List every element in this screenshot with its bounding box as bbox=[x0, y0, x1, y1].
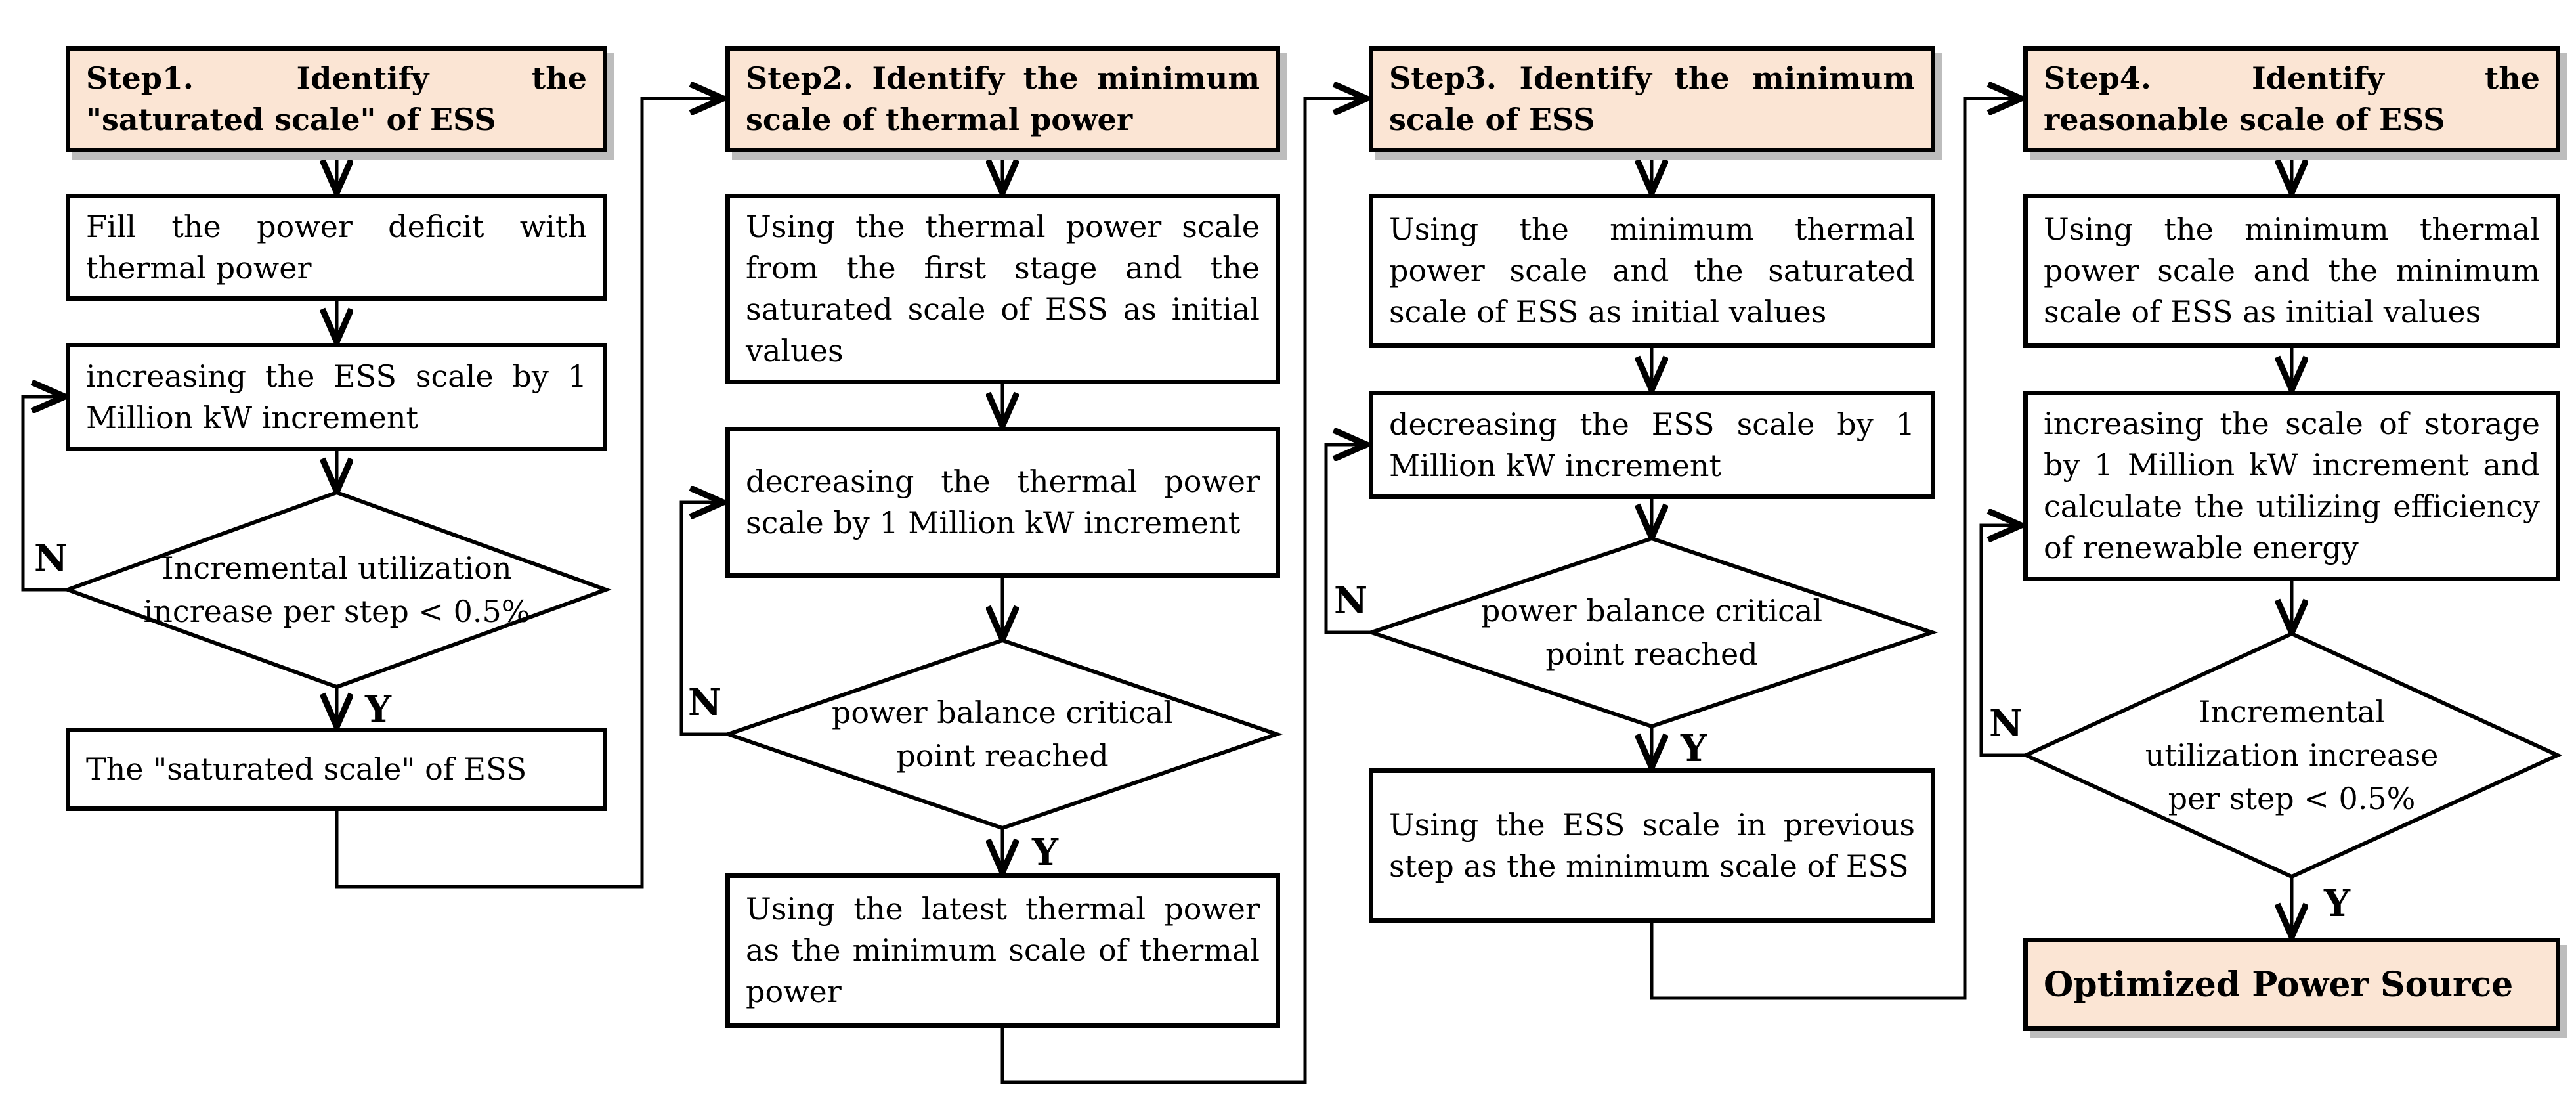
step4-header: Step4. Identify the reasonable scale of … bbox=[2023, 46, 2560, 152]
step1-process-box-2-label: increasing the ESS scale by 1 Million kW… bbox=[86, 358, 587, 435]
step3-process-box-2-label: decreasing the ESS scale by 1 Million kW… bbox=[1389, 406, 1915, 483]
step3-process-box-1: Using the minimum thermal power scale an… bbox=[1369, 194, 1935, 348]
step3-header: Step3. Identify the minimum scale of ESS bbox=[1369, 46, 1935, 152]
step3-result-box: Using the ESS scale in previous step as … bbox=[1369, 768, 1935, 923]
step4-decision-label: Incremental utilization increase per ste… bbox=[2145, 694, 2439, 816]
step2-header-label: Step2. Identify the minimum scale of the… bbox=[746, 60, 1260, 137]
step3-decision-diamond bbox=[1365, 536, 1939, 729]
step4-process-box-1: Using the minimum thermal power scale an… bbox=[2023, 194, 2560, 348]
step4-process-box-2-label: increasing the scale of storage by 1 Mil… bbox=[2044, 406, 2540, 565]
step1-decision-label: Incremental utilization increase per ste… bbox=[143, 550, 530, 629]
step1-decision-diamond bbox=[62, 490, 612, 690]
step4-decision-diamond bbox=[2021, 631, 2563, 879]
step3-no-label: N bbox=[1334, 579, 1368, 623]
step3-result-label: Using the ESS scale in previous step as … bbox=[1389, 806, 1915, 884]
step4-process-box-2: increasing the scale of storage by 1 Mil… bbox=[2023, 391, 2560, 581]
step3-process-box-1-label: Using the minimum thermal power scale an… bbox=[1389, 211, 1915, 330]
step3-header-label: Step3. Identify the minimum scale of ESS bbox=[1389, 60, 1915, 137]
step2-yes-label: Y bbox=[1032, 831, 1058, 874]
step3-process-box-2: decreasing the ESS scale by 1 Million kW… bbox=[1369, 391, 1935, 499]
step1-process-box-1: Fill the power deficit with thermal powe… bbox=[66, 194, 607, 301]
step2-decision-label: power balance critical point reached bbox=[831, 695, 1174, 774]
step4-no-label: N bbox=[1989, 702, 2023, 745]
step2-process-box-2-label: decreasing the thermal power scale by 1 … bbox=[746, 464, 1260, 540]
step4-yes-label: Y bbox=[2324, 882, 2350, 925]
optimized-power-source-label: Optimized Power Source bbox=[2044, 964, 2514, 1005]
step2-process-box-1: Using the thermal power scale from the f… bbox=[725, 194, 1280, 384]
step4-process-box-1-label: Using the minimum thermal power scale an… bbox=[2044, 211, 2540, 330]
step1-no-label: N bbox=[34, 537, 68, 580]
step2-decision-diamond bbox=[721, 638, 1283, 831]
step2-result-box: Using the latest thermal power as the mi… bbox=[725, 873, 1280, 1028]
step2-process-box-2: decreasing the thermal power scale by 1 … bbox=[725, 427, 1280, 578]
step1-process-box-1-label: Fill the power deficit with thermal powe… bbox=[86, 208, 587, 286]
step1-result-label: The "saturated scale" of ESS bbox=[86, 751, 527, 787]
step3-yes-label: Y bbox=[1681, 727, 1707, 770]
step1-header: Step1. Identify the "saturated scale" of… bbox=[66, 46, 607, 152]
step1-yes-label: Y bbox=[365, 688, 391, 731]
step2-no-label: N bbox=[688, 681, 722, 724]
step2-process-box-1-label: Using the thermal power scale from the f… bbox=[746, 209, 1260, 368]
step4-header-label: Step4. Identify the reasonable scale of … bbox=[2044, 60, 2540, 137]
step1-result-box: The "saturated scale" of ESS bbox=[66, 728, 607, 811]
step1-header-label: Step1. Identify the "saturated scale" of… bbox=[86, 60, 587, 137]
step2-result-label: Using the latest thermal power as the mi… bbox=[746, 891, 1260, 1009]
step3-decision-label: power balance critical point reached bbox=[1480, 593, 1823, 672]
step1-process-box-2: increasing the ESS scale by 1 Million kW… bbox=[66, 343, 607, 451]
step2-header: Step2. Identify the minimum scale of the… bbox=[725, 46, 1280, 152]
optimized-power-source-box: Optimized Power Source bbox=[2023, 938, 2560, 1031]
